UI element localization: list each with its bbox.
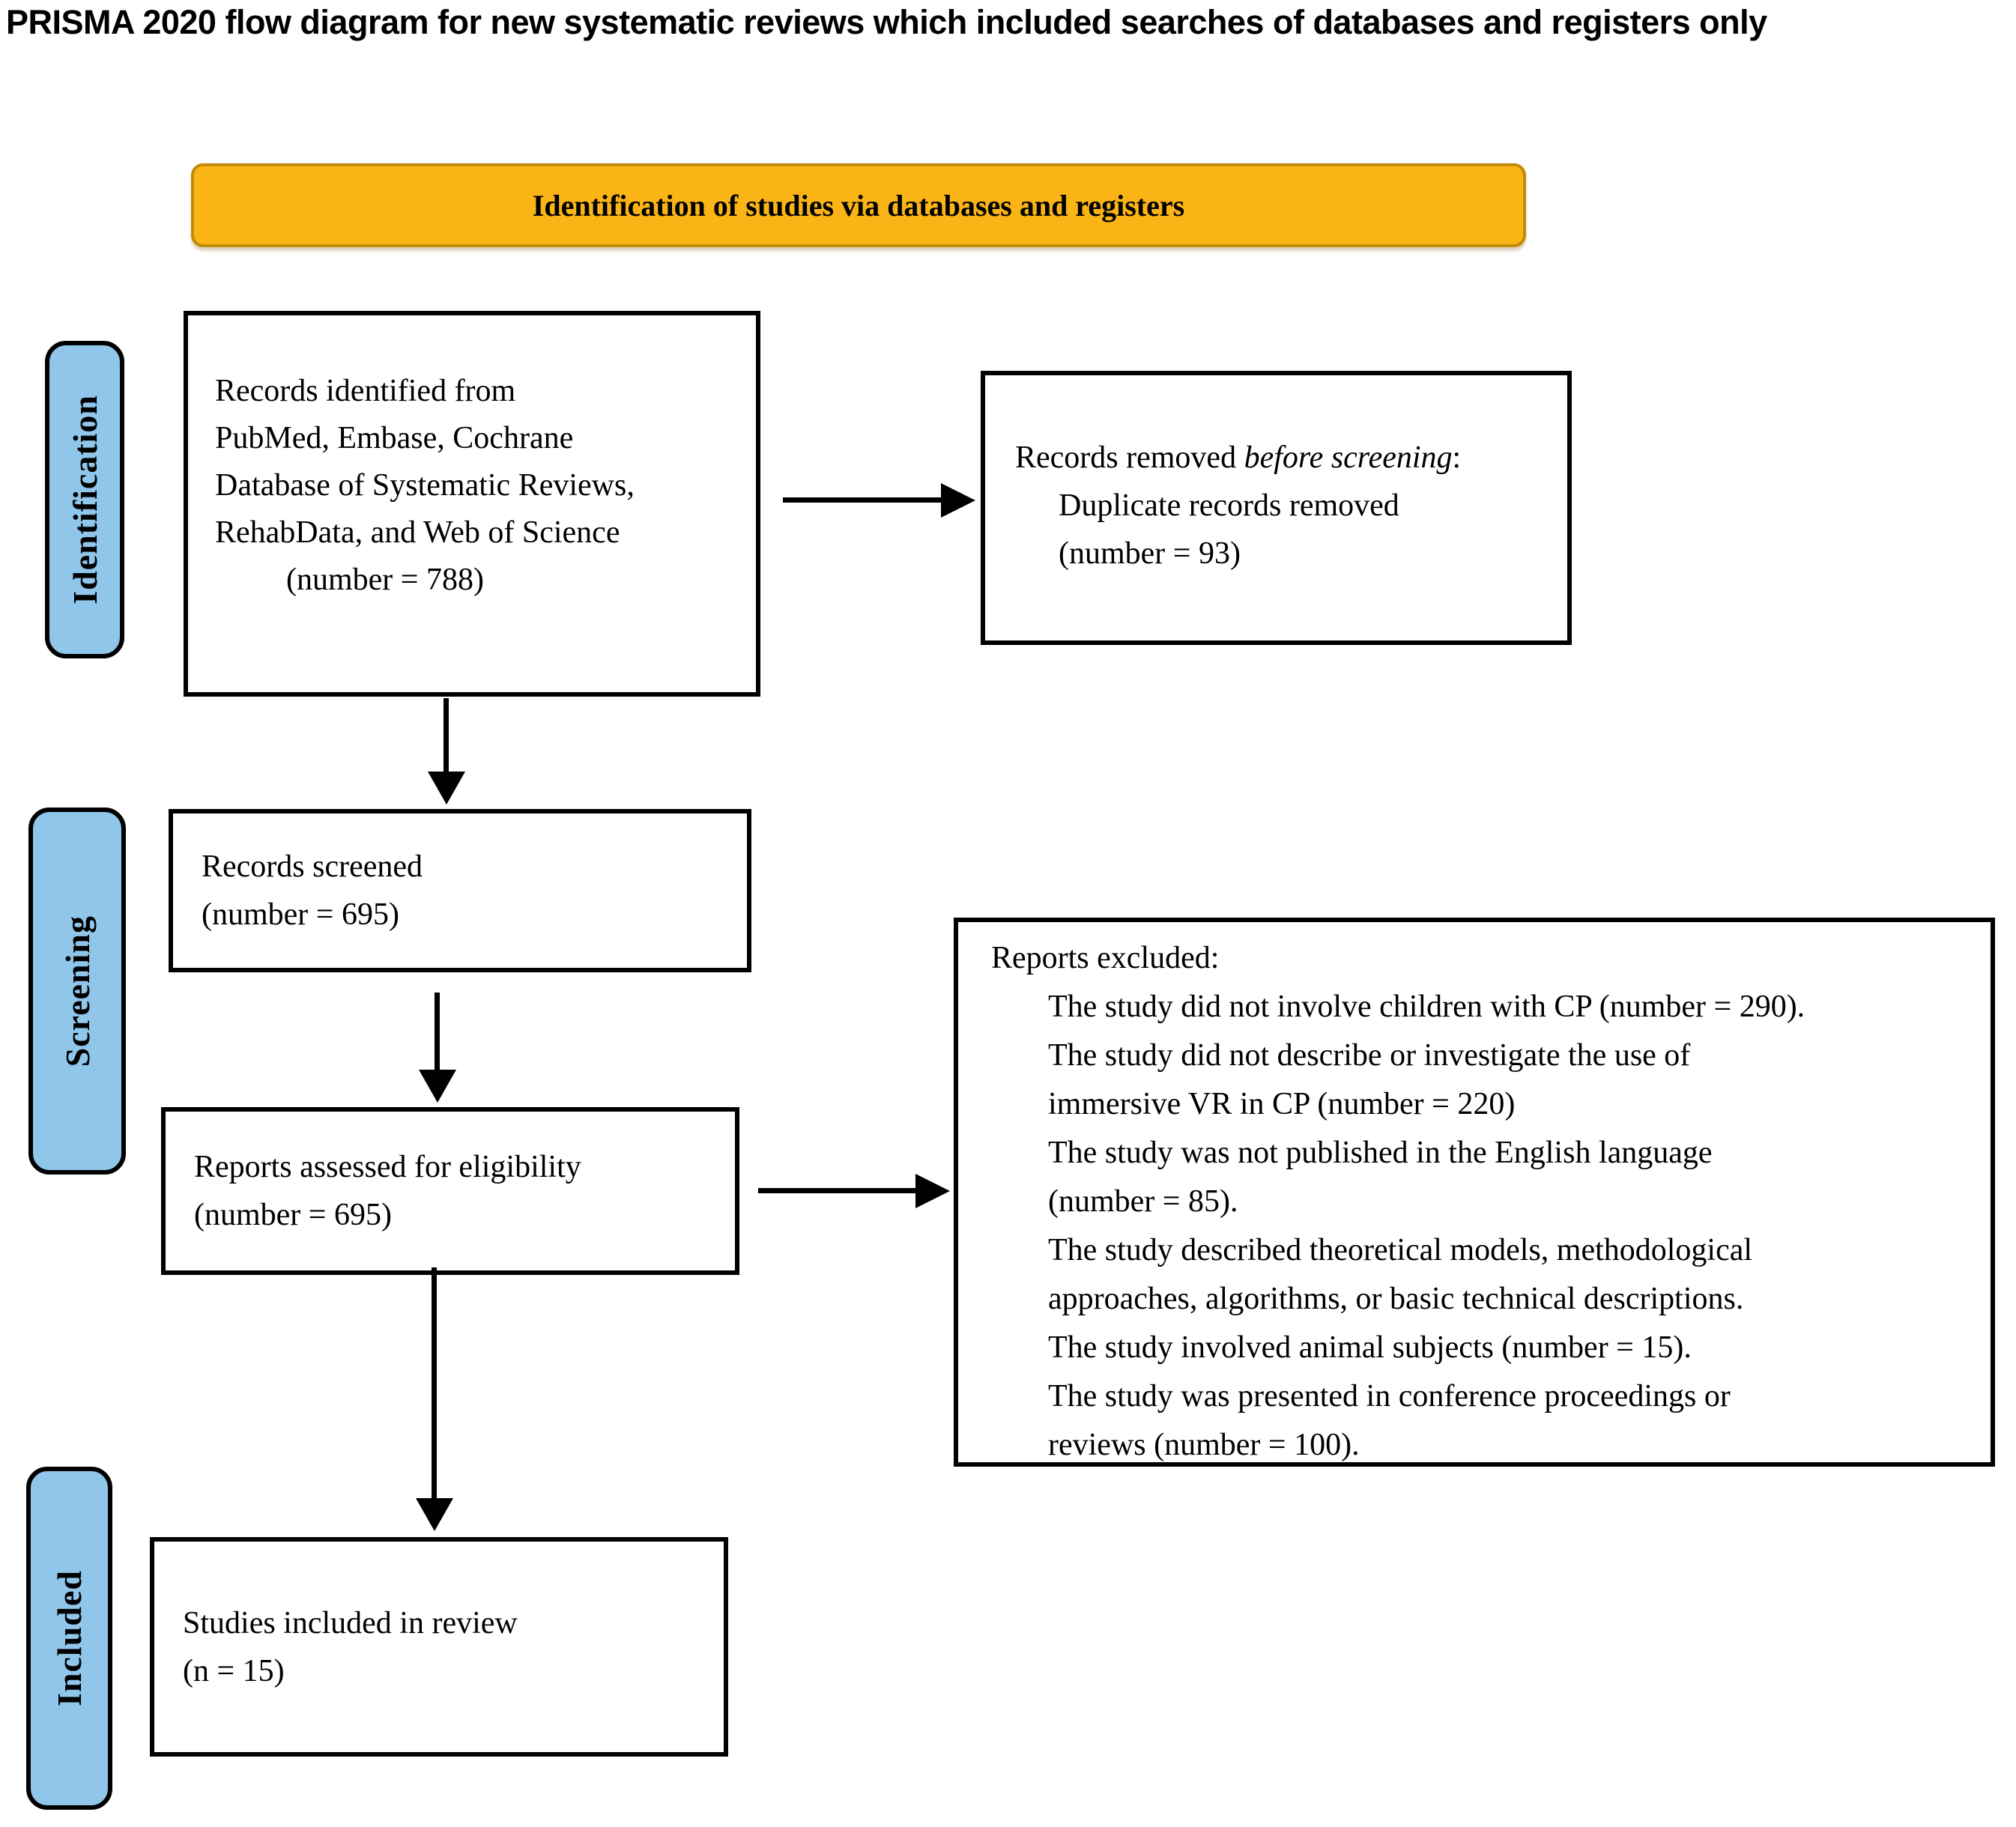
arrow-identified-to-removed-head-icon [941, 483, 975, 518]
arrow-identified-to-removed-shaft [783, 497, 944, 503]
reports-assessed-count: (number = 695) [194, 1198, 392, 1232]
stage-label-included: Included [50, 1570, 88, 1706]
records-removed-heading: Records removed before screening: [1015, 434, 1546, 482]
arrow-identified-to-screened-shaft [444, 698, 449, 775]
reports-assessed-line: Reports assessed for eligibility [194, 1150, 581, 1184]
records-identified-line: Records identified from [215, 374, 516, 408]
studies-included-count: (n = 15) [183, 1653, 285, 1688]
records-identified-line: RehabData, and Web of Science [215, 515, 620, 550]
stage-bar-screening: Screening [28, 808, 126, 1175]
arrow-assessed-to-excluded-shaft [758, 1188, 918, 1193]
records-screened-line: Records screened [202, 849, 423, 884]
records-removed-emphasis: before screening [1244, 440, 1453, 475]
box-records-removed: Records removed before screening: Duplic… [981, 371, 1572, 645]
arrow-assessed-to-excluded-head-icon [915, 1174, 950, 1208]
records-removed-count: (number = 93) [1059, 536, 1241, 571]
page-title: PRISMA 2020 flow diagram for new systema… [6, 3, 1767, 41]
banner-label: Identification of studies via databases … [532, 188, 1185, 222]
reports-excluded-reason: (number = 85). [1048, 1184, 1238, 1219]
reports-excluded-reason: The study did not involve children with … [1048, 990, 1805, 1024]
studies-included-line: Studies included in review [183, 1605, 518, 1640]
reports-excluded-reason: approaches, algorithms, or basic technic… [1048, 1282, 1744, 1316]
reports-excluded-reason: The study involved animal subjects (numb… [1048, 1330, 1692, 1365]
reports-excluded-reason: immersive VR in CP (number = 220) [1048, 1087, 1516, 1121]
box-reports-assessed: Reports assessed for eligibility (number… [161, 1107, 739, 1275]
arrow-screened-to-assessed-shaft [435, 993, 440, 1073]
reports-excluded-reason: The study was presented in conference pr… [1048, 1379, 1731, 1414]
box-studies-included: Studies included in review (n = 15) [150, 1537, 728, 1757]
stage-bar-identification: Identification [45, 341, 124, 658]
box-reports-excluded: Reports excluded: The study did not invo… [954, 918, 1995, 1467]
reports-excluded-reason: The study did not describe or investigat… [1048, 1038, 1691, 1073]
records-identified-line: Database of Systematic Reviews, [215, 468, 635, 503]
arrow-identified-to-screened-head-icon [428, 772, 465, 805]
reports-excluded-heading: Reports excluded: [991, 941, 1220, 975]
stage-label-screening: Screening [58, 915, 97, 1067]
records-removed-prefix: Records removed [1015, 440, 1244, 475]
box-records-identified: Records identified from PubMed, Embase, … [184, 311, 760, 697]
banner-identification-of-studies: Identification of studies via databases … [191, 163, 1526, 247]
reports-excluded-reason: The study was not published in the Engli… [1048, 1136, 1713, 1170]
arrow-assessed-to-included-head-icon [416, 1498, 453, 1531]
records-screened-count: (number = 695) [202, 897, 399, 932]
reports-excluded-reason: reviews (number = 100). [1048, 1428, 1360, 1462]
records-removed-suffix: : [1452, 440, 1462, 475]
box-records-screened: Records screened (number = 695) [169, 809, 751, 972]
stage-label-identification: Identification [65, 395, 104, 605]
records-identified-count: (number = 788) [286, 563, 484, 597]
records-identified-line: PubMed, Embase, Cochrane [215, 421, 574, 455]
records-removed-detail: Duplicate records removed [1059, 488, 1399, 523]
reports-excluded-reason: The study described theoretical models, … [1048, 1233, 1753, 1267]
arrow-screened-to-assessed-head-icon [419, 1070, 456, 1103]
arrow-assessed-to-included-shaft [432, 1267, 437, 1501]
stage-bar-included: Included [26, 1467, 112, 1810]
